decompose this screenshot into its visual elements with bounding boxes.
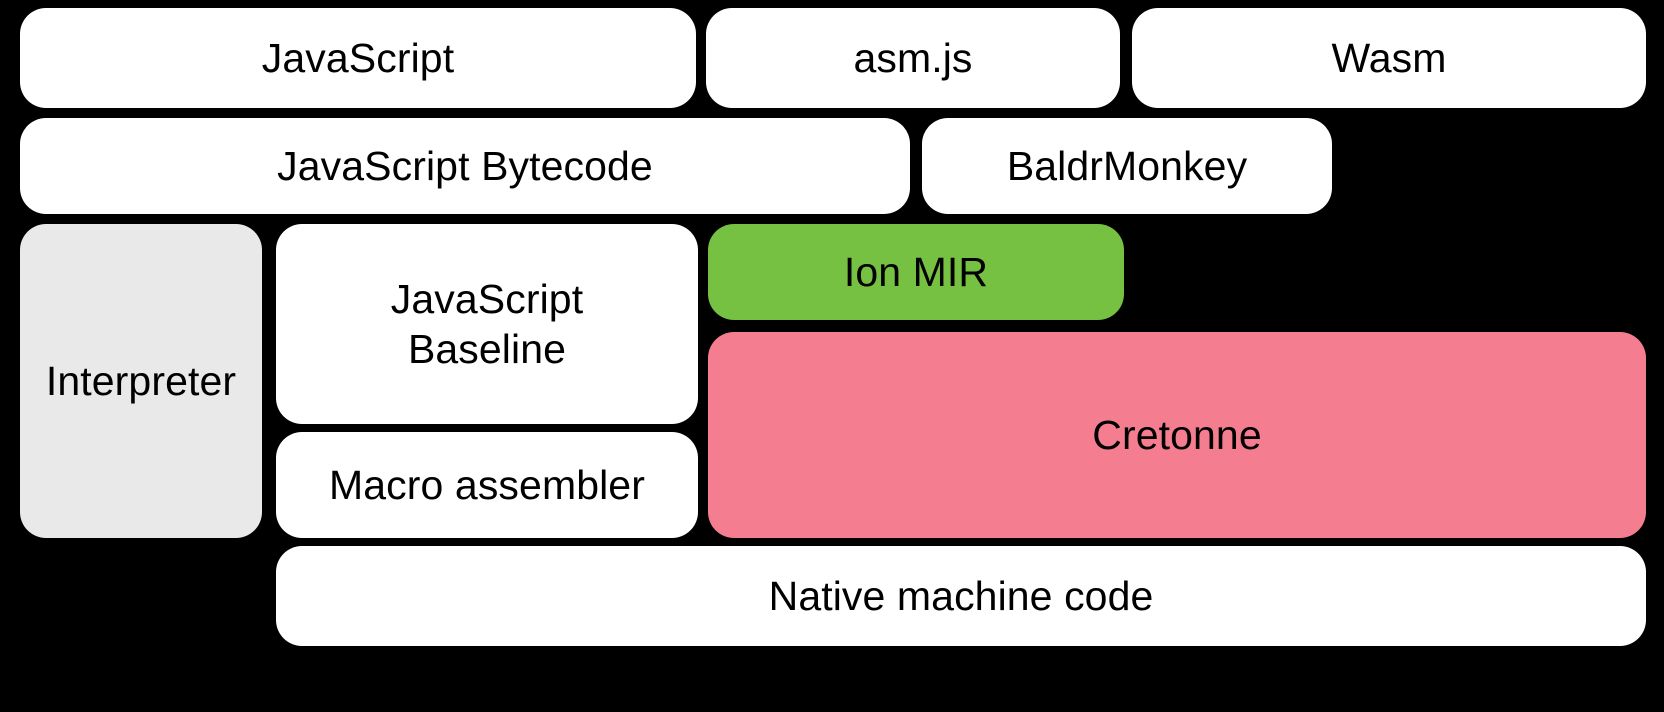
node-macro-assembler[interactable]: Macro assembler: [276, 432, 698, 538]
node-interpreter[interactable]: Interpreter: [20, 224, 262, 538]
node-javascript[interactable]: JavaScript: [20, 8, 696, 108]
node-javascript-bytecode[interactable]: JavaScript Bytecode: [20, 118, 910, 214]
node-ion-mir[interactable]: Ion MIR: [708, 224, 1124, 320]
node-wasm[interactable]: Wasm: [1132, 8, 1646, 108]
node-javascript-baseline[interactable]: JavaScript Baseline: [276, 224, 698, 424]
node-asm-js[interactable]: asm.js: [706, 8, 1120, 108]
node-baldrmonkey[interactable]: BaldrMonkey: [922, 118, 1332, 214]
node-cretonne[interactable]: Cretonne: [708, 332, 1646, 538]
node-native-machine-code[interactable]: Native machine code: [276, 546, 1646, 646]
